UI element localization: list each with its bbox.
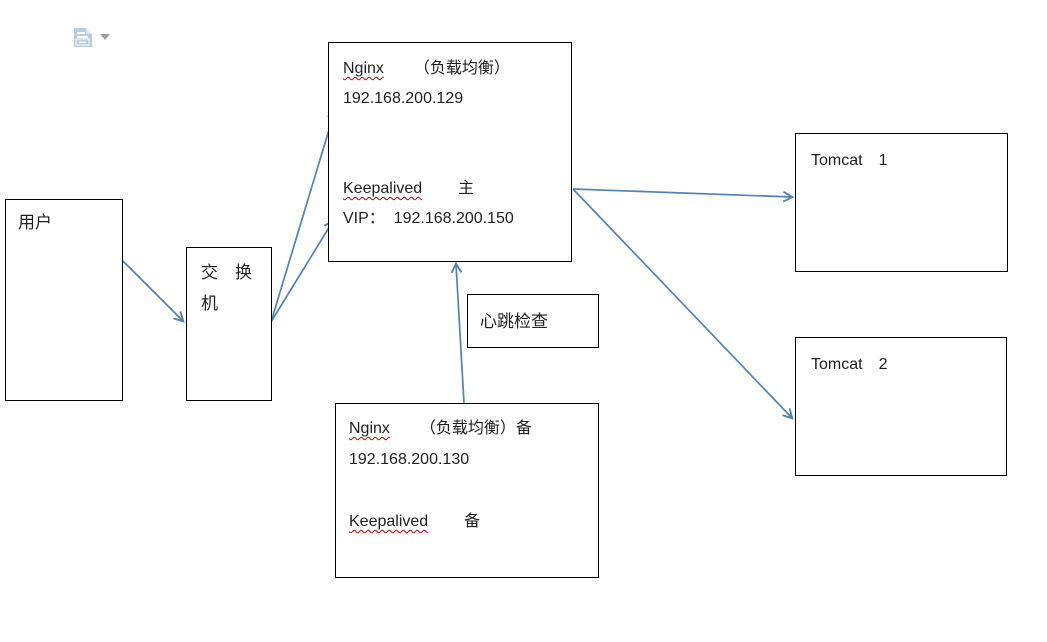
nginx-backup-keepalived: Keepalived 备 — [349, 506, 598, 537]
nginx-backup-name-suffix: （负载均衡）备 — [419, 420, 532, 437]
node-user[interactable]: 用户 — [5, 199, 123, 401]
dropdown-arrow-icon — [100, 34, 110, 40]
paste-options-icon — [74, 27, 92, 47]
heartbeat-label: 心跳检查 — [480, 312, 548, 331]
keepalived-label: Keepalived — [343, 180, 423, 197]
keepalived-role: 备 — [464, 513, 481, 530]
nginx-master-title: Nginx （负载均衡） — [343, 54, 571, 84]
node-nginx-backup[interactable]: Nginx （负载均衡）备 192.168.200.130 Keepalived 备 — [335, 403, 599, 578]
arrow-user-to-switch[interactable] — [122, 260, 183, 321]
arrow-heartbeat-backup-to-master[interactable] — [456, 264, 465, 404]
node-heartbeat-check[interactable]: 心跳检查 — [467, 294, 599, 348]
nginx-master-name: Nginx — [343, 60, 384, 77]
nginx-master-vip: VIP： 192.168.200.150 — [343, 210, 514, 227]
keepalived-label: Keepalived — [349, 513, 429, 530]
switch-label-line1: 交 换 — [201, 263, 252, 282]
tomcat1-label: Tomcat 1 — [811, 152, 888, 169]
nginx-backup-ip: 192.168.200.130 — [349, 451, 470, 468]
switch-label-line2: 机 — [201, 294, 218, 313]
nginx-backup-title: Nginx （负载均衡）备 — [349, 413, 598, 444]
nginx-master-ip: 192.168.200.129 — [343, 90, 464, 107]
tomcat2-label: Tomcat 2 — [811, 356, 888, 373]
arrow-switch-to-nginx-master-lower[interactable] — [270, 221, 333, 323]
nginx-backup-name: Nginx — [349, 420, 390, 437]
nginx-master-name-suffix: （负载均衡） — [413, 60, 510, 77]
node-switch[interactable]: 交 换 机 — [186, 247, 272, 401]
node-tomcat1[interactable]: Tomcat 1 — [795, 133, 1008, 272]
arrow-nginx-to-tomcat2[interactable] — [572, 188, 792, 418]
arrow-switch-to-nginx-master-upper[interactable] — [270, 110, 335, 323]
paste-options-button[interactable] — [72, 24, 114, 50]
keepalived-role: 主 — [458, 180, 475, 197]
nginx-master-keepalived: Keepalived 主 — [343, 174, 571, 204]
node-tomcat2[interactable]: Tomcat 2 — [795, 337, 1007, 476]
user-label: 用户 — [18, 213, 52, 232]
arrow-nginx-to-tomcat1[interactable] — [572, 188, 792, 197]
